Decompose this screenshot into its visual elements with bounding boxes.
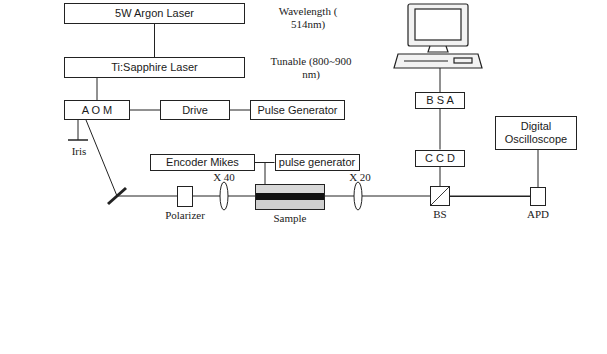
box-label: C C D [425, 152, 455, 165]
cable [440, 68, 441, 92]
connector [255, 162, 275, 163]
modulator-box: A O M [64, 100, 130, 120]
annotation: X 20 [340, 171, 380, 184]
connector [130, 110, 160, 111]
mirror [108, 188, 126, 204]
connector [97, 78, 98, 100]
generator-box: Pulse Generator [250, 100, 345, 120]
laser-box: 5W Argon Laser [64, 3, 245, 24]
part-label: APD [527, 208, 549, 220]
box-label: Drive [182, 104, 208, 117]
oscilloscope-box: Digital Oscilloscope [495, 116, 577, 150]
sample-slab: Sample [255, 184, 325, 210]
connector [440, 167, 441, 187]
analyzer-box: B S A [415, 92, 465, 109]
annotation: Wavelength ( 514nm) [268, 5, 348, 30]
stage-drive-wire [265, 162, 266, 184]
driver-box: Drive [160, 100, 230, 120]
connector [154, 24, 155, 57]
part-label: Polarizer [165, 209, 205, 221]
annotation: Tunable (800~900 nm) [266, 55, 356, 80]
objective-lens [354, 182, 362, 210]
photodiode: APD [530, 187, 546, 206]
laser-box: Ti:Sapphire Laser [64, 57, 245, 78]
annotation: X 40 [204, 171, 244, 184]
box-label: Digital Oscilloscope [496, 120, 576, 145]
box-label: Ti:Sapphire Laser [111, 61, 197, 74]
objective-lens [220, 182, 228, 210]
part-label: BS [433, 208, 446, 220]
connector [230, 110, 250, 111]
polarizer: Polarizer [177, 186, 193, 207]
beam-splitter: BS [430, 186, 450, 206]
box-label: A O M [82, 104, 113, 117]
computer-icon [394, 4, 482, 68]
connector [450, 196, 530, 197]
box-label: 5W Argon Laser [115, 7, 194, 20]
generator-box: pulse generator [275, 154, 360, 171]
iris [68, 139, 88, 141]
camera-box: C C D [415, 150, 465, 167]
part-label: Sample [274, 212, 307, 224]
box-label: Pulse Generator [257, 104, 337, 117]
splitter-diagonal [431, 187, 449, 205]
box-label: Encoder Mikes [166, 156, 239, 169]
connector [538, 150, 539, 187]
annotation: Iris [64, 145, 94, 158]
connector [440, 109, 441, 150]
box-label: B S A [426, 94, 454, 107]
box-label: pulse generator [279, 156, 355, 169]
encoder-box: Encoder Mikes [150, 154, 255, 171]
